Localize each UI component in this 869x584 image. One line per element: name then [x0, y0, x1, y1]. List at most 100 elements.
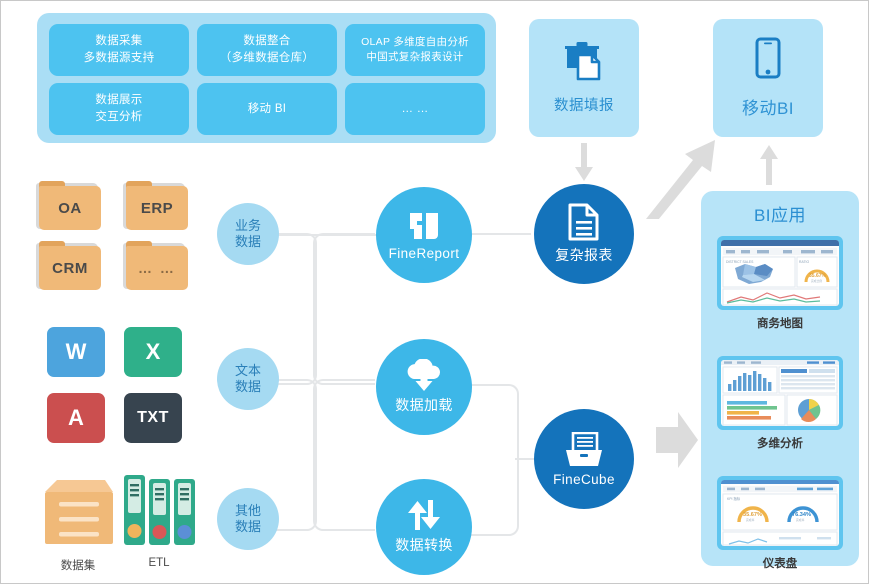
capability-cell-3-line2: 中国式复杂报表设计	[366, 51, 464, 63]
folder-tab	[39, 181, 65, 188]
bi-caption-dashboard: 仪表盘	[762, 558, 798, 570]
bi-screenshot-dashboard: KPI 指标 35.67% 完成率 76.34% 完成率	[717, 476, 843, 550]
data-type-business-line1: 业务	[234, 217, 261, 233]
capability-cell-4-line1: 数据展示	[95, 94, 143, 107]
source-folder-more[interactable]: … …	[123, 241, 189, 291]
capability-cell-5[interactable]: 移动 BI	[197, 83, 337, 135]
bi-application-title: BI应用	[753, 206, 807, 225]
source-file-access[interactable]: A	[47, 393, 105, 443]
engine-node-finecube[interactable]: FineCube	[534, 409, 634, 509]
source-folder-oa[interactable]: OA	[36, 181, 102, 231]
svg-text:完成率: 完成率	[746, 518, 755, 522]
capability-cell-3[interactable]: OLAP 多维度自由分析 中国式复杂报表设计	[345, 24, 485, 76]
engine-node-finecube-label: FineCube	[553, 471, 615, 487]
process-node-finereport[interactable]: FineReport	[376, 187, 472, 283]
connector-bracket-left-top	[269, 233, 317, 385]
capability-cell-1-line1: 数据采集	[95, 35, 143, 48]
bi-item-map[interactable]: DISTRICT SALES RATIO 35.67% 完成比例	[717, 236, 843, 331]
smartphone-icon	[755, 37, 781, 79]
connector-bracket-mid-top	[313, 233, 375, 385]
capability-cell-2[interactable]: 数据整合 （多维数据仓库）	[197, 24, 337, 76]
cloud-download-icon	[407, 359, 440, 391]
svg-text:DISTRICT SALES: DISTRICT SALES	[726, 260, 754, 264]
capability-cell-1[interactable]: 数据采集 多数据源支持	[49, 24, 189, 76]
process-node-finereport-label: FineReport	[388, 245, 460, 261]
bi-caption-analysis: 多维分析	[757, 438, 803, 450]
file-label-access: A	[68, 405, 84, 430]
file-label-word: W	[65, 339, 87, 364]
source-folder-erp[interactable]: ERP	[123, 181, 189, 231]
process-node-data-transform[interactable]: 数据转换	[376, 479, 472, 575]
cube-tray-icon	[566, 431, 602, 466]
connector-biz-to-finereport	[271, 234, 379, 236]
mobile-bi-label: 移动BI	[741, 99, 795, 118]
database-drawer-icon	[45, 480, 113, 544]
data-type-business-line2: 数据	[234, 234, 261, 249]
engine-node-complex-report-label: 复杂报表	[555, 247, 613, 263]
data-entry-label: 数据填报	[554, 98, 614, 114]
bi-item-dashboard[interactable]: KPI 指标 35.67% 完成率 76.34% 完成率 仪表盘	[717, 476, 843, 571]
connector-finereport-to-report	[469, 233, 531, 235]
folder-label-erp: ERP	[126, 186, 188, 230]
folder-label-oa: OA	[39, 186, 101, 230]
data-type-text-line1: 文本	[234, 362, 261, 378]
capability-cell-6-label: … …	[401, 102, 429, 115]
connector-transform-to-finecube	[471, 458, 519, 536]
capability-grid: 数据采集 多数据源支持 数据整合 （多维数据仓库） OLAP 多维度自由分析 中…	[49, 24, 485, 135]
source-file-word[interactable]: W	[47, 327, 105, 377]
source-label-dataset: 数据集	[60, 560, 96, 572]
folder-tab	[39, 241, 65, 248]
svg-text:完成率: 完成率	[796, 518, 805, 522]
source-file-txt[interactable]: TXT	[124, 393, 182, 443]
mobile-bi-card[interactable]: 移动BI	[713, 19, 823, 137]
capability-cell-2-line1: 数据整合	[243, 35, 291, 48]
clipboard-document-icon	[565, 42, 601, 81]
connector-load-to-finecube	[471, 384, 519, 462]
arrow-up-bi-to-mobile	[760, 145, 778, 185]
arrow-right-to-bi-panel	[656, 412, 698, 468]
capability-cell-3-line1: OLAP 多维度自由分析	[361, 35, 469, 48]
capability-cell-1-line2: 多数据源支持	[83, 52, 155, 64]
finereport-logo-icon	[410, 212, 438, 239]
data-type-other[interactable]: 其他 数据	[217, 488, 279, 550]
bi-application-panel: BI应用 DISTRICT SALES	[701, 191, 859, 570]
data-entry-card[interactable]: 数据填报	[529, 19, 639, 137]
binders-icon	[124, 475, 195, 545]
bi-caption-map: 商务地图	[757, 318, 803, 330]
bi-item-analysis[interactable]: 多维分析	[717, 356, 843, 451]
connector-bracket-mid-bottom	[313, 379, 375, 531]
source-folder-crm[interactable]: CRM	[36, 241, 102, 291]
capability-cell-4[interactable]: 数据展示 交互分析	[49, 83, 189, 135]
transform-arrows-icon	[408, 500, 440, 530]
connector-bracket-left-bottom	[269, 379, 317, 531]
engine-node-complex-report[interactable]: 复杂报表	[534, 184, 634, 284]
data-type-other-line2: 数据	[234, 519, 261, 534]
bi-screenshot-map: DISTRICT SALES RATIO 35.67% 完成比例	[717, 236, 843, 310]
capability-cell-5-label: 移动 BI	[247, 102, 287, 115]
process-node-data-transform-label: 数据转换	[395, 537, 453, 553]
process-node-data-load-label: 数据加载	[395, 397, 453, 413]
process-node-data-load[interactable]: 数据加载	[376, 339, 472, 435]
svg-text:76.34%: 76.34%	[792, 512, 811, 518]
folder-label-crm: CRM	[39, 246, 101, 290]
file-label-excel: X	[145, 339, 161, 364]
connector-finecube-stub	[515, 458, 537, 460]
folder-label-more: … …	[126, 246, 188, 290]
data-type-text-line2: 数据	[234, 379, 261, 394]
data-type-business[interactable]: 业务 数据	[217, 203, 279, 265]
source-file-excel[interactable]: X	[124, 327, 182, 377]
arrow-diagonal-to-mobile-bi	[646, 140, 715, 219]
capability-cell-6[interactable]: … …	[345, 83, 485, 135]
bi-screenshot-analysis	[717, 356, 843, 430]
svg-text:35.67%: 35.67%	[809, 273, 827, 279]
capability-cell-4-line2: 交互分析	[95, 111, 143, 123]
svg-text:RATIO: RATIO	[799, 260, 809, 264]
data-type-text[interactable]: 文本 数据	[217, 348, 279, 410]
svg-text:完成比例: 完成比例	[811, 279, 822, 283]
file-label-txt: TXT	[137, 409, 169, 426]
analysis-dashboard-icon	[721, 360, 839, 426]
svg-text:35.67%: 35.67%	[743, 512, 762, 518]
capability-panel: 数据采集 多数据源支持 数据整合 （多维数据仓库） OLAP 多维度自由分析 中…	[37, 13, 496, 143]
data-type-other-line1: 其他	[234, 502, 261, 518]
